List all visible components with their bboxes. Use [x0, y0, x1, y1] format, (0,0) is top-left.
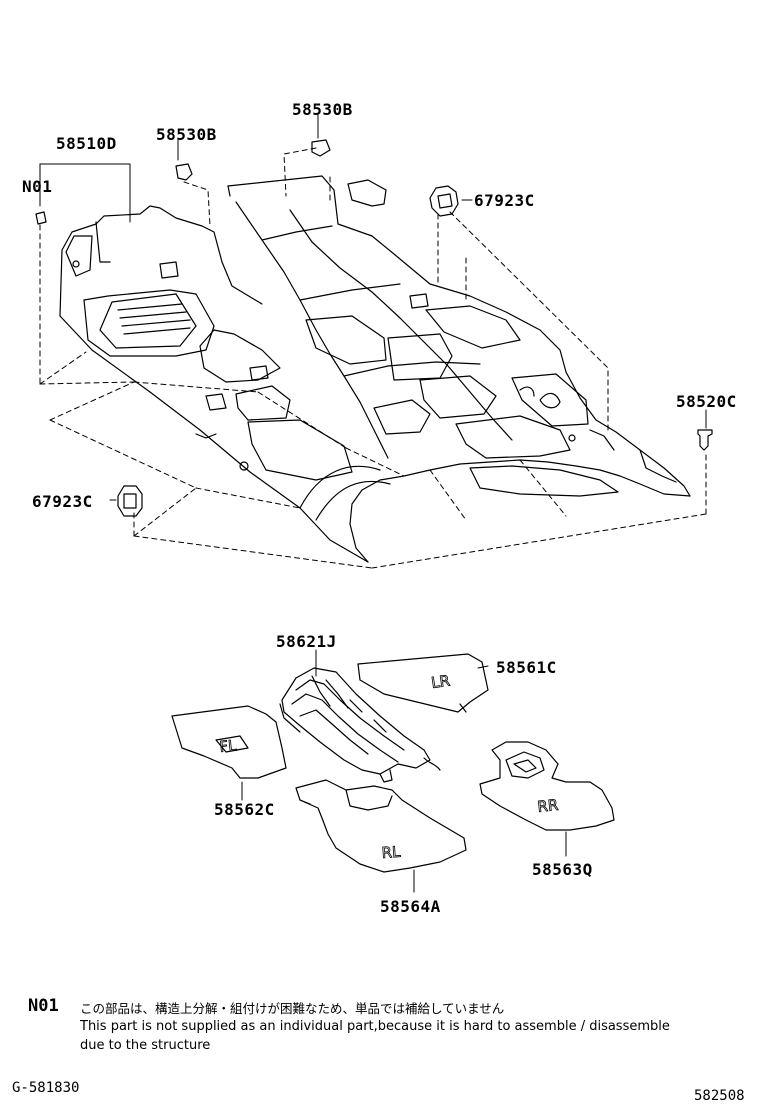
clip-67923C-right: [429, 185, 459, 217]
label-58621J: 58621J: [276, 632, 337, 651]
label-58520C: 58520C: [676, 392, 737, 411]
clip-58530B-left: [175, 163, 193, 181]
label-58510D: 58510D: [56, 134, 117, 153]
label-N01: N01: [22, 177, 53, 196]
leader-lines-upper: [39, 113, 707, 501]
label-58563Q: 58563Q: [532, 860, 593, 879]
note-text-japanese: この部品は、構造上分解・組付けが困難なため、単品では補給していません: [80, 1001, 505, 1016]
label-58561C: 58561C: [496, 658, 557, 677]
note-text-english-2: due to the structure: [80, 1038, 211, 1053]
clip-67923C-left: [117, 485, 143, 517]
footer-code-right: 582508: [694, 1088, 745, 1104]
leader-lines-lower: [241, 649, 567, 893]
clip-58530B-top: [311, 139, 331, 157]
label-67923C-left: 67923C: [32, 492, 93, 511]
label-58530B-top: 58530B: [292, 100, 353, 119]
mat-58561C: [357, 653, 489, 713]
console-cover-58621J: [279, 667, 441, 783]
label-58562C: 58562C: [214, 800, 275, 819]
mat-marking-fl: FL: [219, 736, 238, 756]
mat-marking-rr: RR: [537, 796, 560, 816]
footer-code-left: G-581830: [12, 1080, 80, 1096]
label-67923C-right: 67923C: [474, 191, 535, 210]
mat-marking-rl: RL: [381, 843, 402, 862]
floor-carpet-assembly: [59, 175, 691, 563]
clip-N01: [35, 211, 47, 225]
label-58530B-left: 58530B: [156, 125, 217, 144]
note-code: N01: [28, 996, 59, 1016]
note-text-english-1: This part is not supplied as an individu…: [80, 1019, 670, 1034]
clip-58520C: [697, 429, 713, 451]
mat-58563Q: [479, 741, 615, 831]
label-58564A: 58564A: [380, 897, 441, 916]
leader-lines-dashed-upper: [39, 147, 707, 569]
mat-58564A: [295, 779, 467, 873]
mat-marking-lr: LR: [430, 672, 451, 692]
mat-58562C: [171, 705, 287, 779]
